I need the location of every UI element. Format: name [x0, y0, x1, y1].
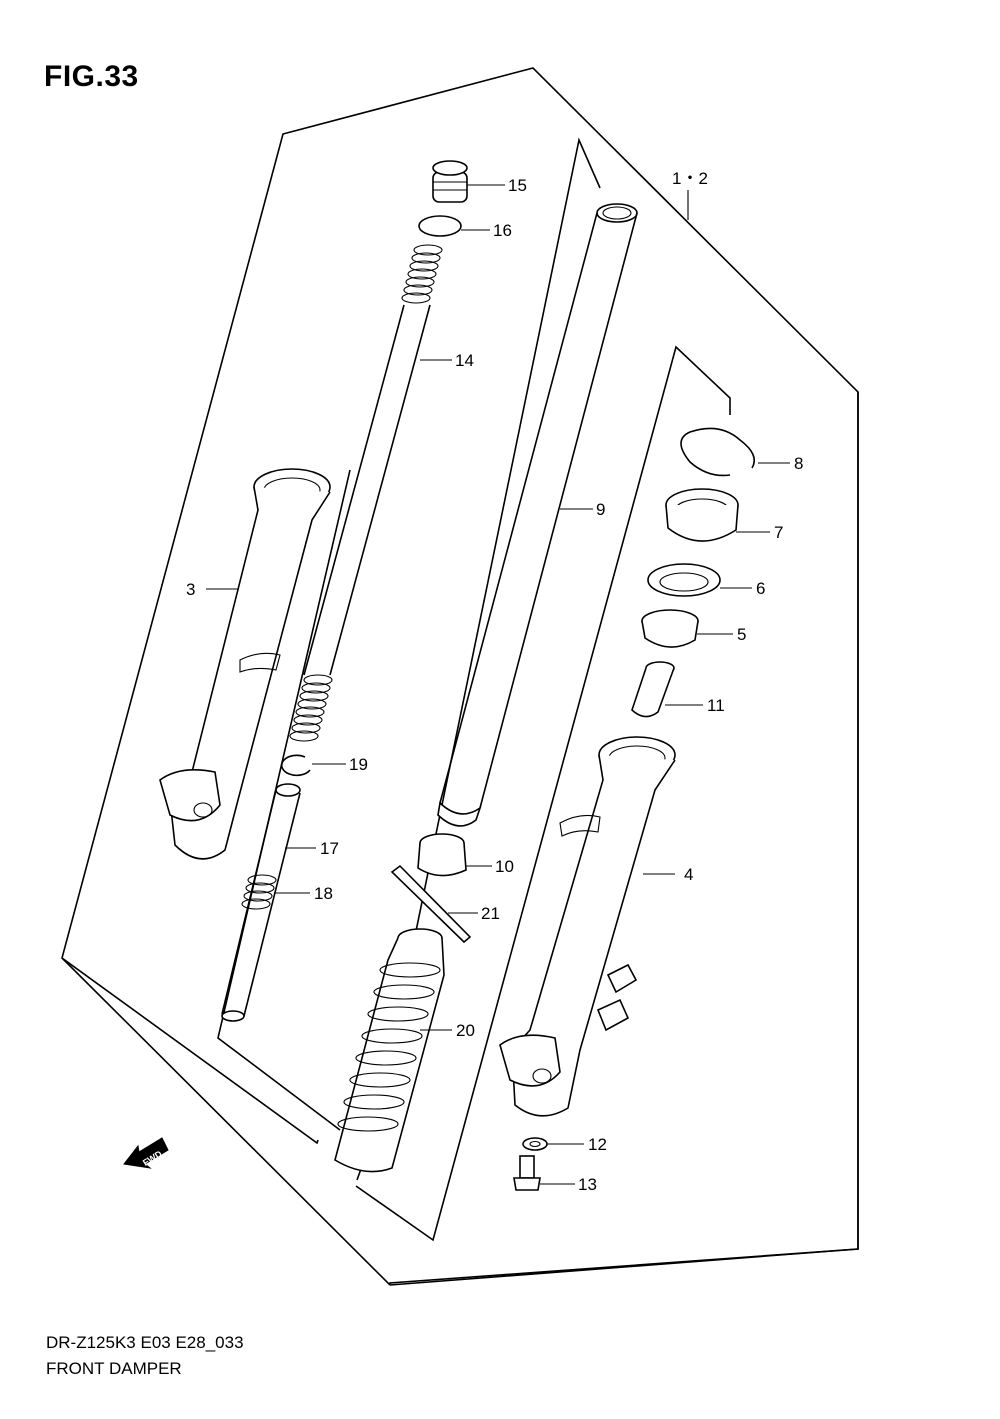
subgroup-outline-right: [355, 345, 731, 1242]
part-10-bushing[interactable]: [417, 833, 467, 877]
part-12-gasket[interactable]: [522, 1137, 548, 1151]
callout-15: 15: [508, 176, 527, 195]
assembly-outline-right: [389, 392, 859, 1286]
callout-11: 11: [707, 696, 725, 715]
callout-14: 14: [455, 351, 474, 370]
part-19-circlip[interactable]: [280, 754, 311, 777]
callout-20: 20: [456, 1021, 475, 1040]
part-17-damper-rod[interactable]: [221, 783, 301, 1022]
callout-6: 6: [756, 579, 765, 598]
part-18-rebound-spring[interactable]: [241, 874, 277, 910]
part-15-cap-bolt[interactable]: [432, 160, 468, 203]
callout-17: 17: [320, 839, 339, 858]
callout-8: 8: [794, 454, 803, 473]
callout-4: 4: [684, 865, 693, 884]
callout-9: 9: [596, 500, 605, 519]
callout-3: 3: [186, 580, 195, 599]
callout-19: 19: [349, 755, 368, 774]
part-7-oil-seal[interactable]: [665, 488, 739, 542]
part-14-spring[interactable]: [289, 244, 443, 742]
fwd-arrow-icon: FWD: [123, 1137, 169, 1169]
part-3-outer-tube-left[interactable]: [159, 468, 331, 860]
figure-title: FIG.33: [44, 60, 139, 93]
assembly-outline: [61, 67, 859, 1285]
callout-18: 18: [314, 884, 333, 903]
part-9-inner-tube[interactable]: [437, 203, 638, 827]
callout-12: 12: [588, 1135, 607, 1154]
callout-7: 7: [774, 523, 783, 542]
model-code: DR-Z125K3 E03 E28_033: [46, 1333, 244, 1352]
part-11-oil-lock-piece[interactable]: [631, 661, 675, 718]
callout-13: 13: [578, 1175, 597, 1194]
subgroup-outline-center: [217, 469, 351, 1131]
part-20-fork-boot[interactable]: [334, 928, 445, 1173]
part-4-outer-tube-right[interactable]: [499, 736, 676, 1117]
callout-10: 10: [495, 857, 514, 876]
part-5-guide-bushing[interactable]: [641, 609, 699, 648]
callout-5: 5: [737, 625, 746, 644]
callout-16: 16: [493, 221, 512, 240]
part-13-bolt[interactable]: [513, 1155, 541, 1191]
part-21-band[interactable]: [390, 864, 472, 944]
part-6-washer[interactable]: [647, 563, 721, 597]
callout-1-2: 1・2: [672, 169, 708, 188]
part-16-o-ring[interactable]: [418, 215, 462, 237]
assembly-outline-bottom: [61, 957, 391, 1286]
diagram-name: FRONT DAMPER: [46, 1359, 182, 1378]
part-8-circlip[interactable]: [680, 427, 756, 477]
callout-21: 21: [481, 904, 500, 923]
